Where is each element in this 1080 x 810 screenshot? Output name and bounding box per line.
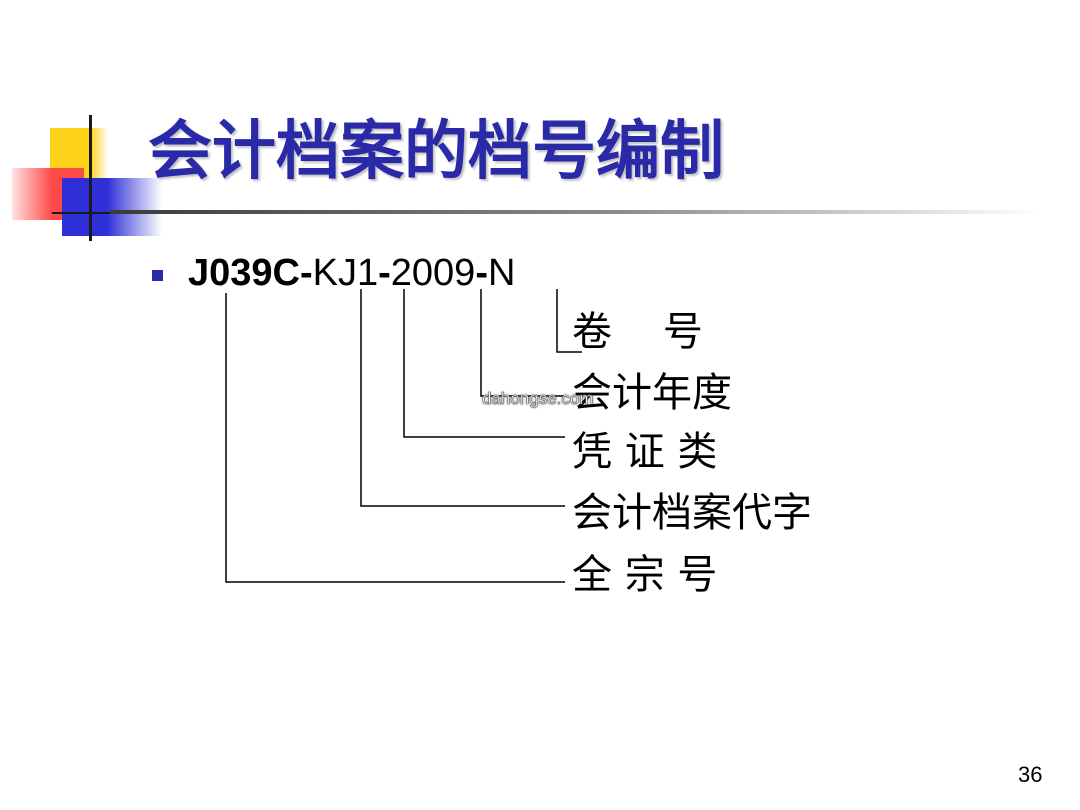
connector-voucher (403, 289, 565, 438)
code-fonds-part: J039C (188, 252, 300, 294)
code-volume-part: N (487, 252, 516, 294)
code-archive-part: KJ1 (312, 252, 379, 294)
label-volume-number: 卷 号 (572, 309, 703, 355)
watermark: dahongse.com (482, 389, 594, 409)
logo-horizontal-line (52, 212, 112, 214)
label-archive-code: 会计档案代字 (572, 490, 812, 536)
archive-code: J039C-KJ1-2009-N (188, 250, 515, 296)
label-fonds-number: 全 宗 号 (572, 552, 718, 598)
code-separator: - (378, 252, 391, 294)
logo-vertical-line (89, 115, 92, 241)
label-fiscal-year: 会计年度 (572, 370, 732, 416)
slide-title: 会计档案的档号编制 (148, 115, 724, 189)
connector-fonds (225, 293, 565, 583)
bullet-square-icon (152, 270, 163, 281)
code-year-part: 2009 (390, 252, 476, 294)
connector-archive (360, 289, 565, 507)
logo-blue-square (62, 178, 162, 236)
label-voucher-type: 凭 证 类 (572, 429, 718, 475)
title-underline (110, 210, 1040, 214)
code-separator: - (299, 252, 313, 294)
page-number: 36 (1018, 762, 1043, 787)
connector-volume (556, 289, 582, 353)
connector-year (480, 289, 565, 397)
code-separator: - (475, 252, 488, 294)
